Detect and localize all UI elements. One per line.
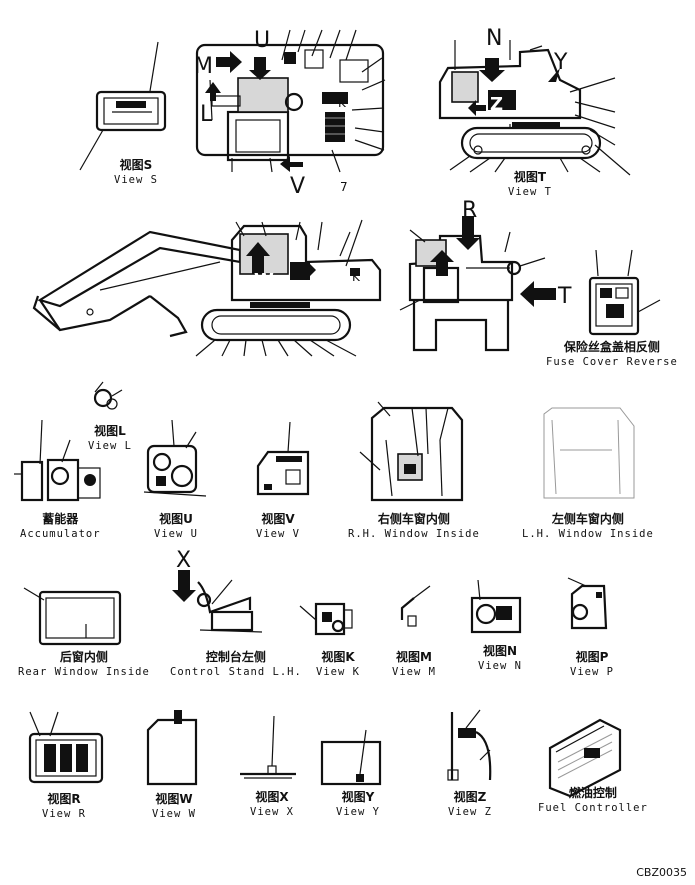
letter-l: L	[200, 102, 213, 127]
view-u-drawing	[143, 419, 207, 497]
letter-u: U	[254, 28, 271, 53]
view-r-drawing	[28, 711, 104, 784]
rh-window-drawing	[359, 401, 464, 502]
view-v-drawing	[256, 421, 310, 496]
view-p-drawing	[567, 577, 608, 630]
letter-z: Z	[490, 94, 504, 115]
view-k-drawing	[299, 602, 353, 636]
letter-n: N	[486, 26, 503, 51]
letter-y: Y	[554, 50, 568, 75]
accumulator-drawing	[14, 419, 101, 502]
view-s-drawing	[79, 41, 167, 171]
letter-t: T	[558, 284, 572, 309]
letter-k-side: K	[352, 270, 360, 284]
letter-x: X	[176, 548, 192, 573]
drawing-code: CBZ0035	[636, 866, 687, 879]
fuse-cover-drawing	[588, 249, 661, 336]
letter-k: K	[338, 96, 346, 110]
excavator-side-drawing	[32, 219, 382, 357]
letter-w: W	[254, 270, 274, 291]
rear-window-drawing	[23, 587, 122, 646]
label-7: 7	[340, 180, 348, 194]
top-view-drawing	[195, 29, 386, 173]
view-l-drawing	[93, 381, 123, 410]
view-z-drawing	[447, 709, 492, 781]
lh-window-drawing	[543, 407, 635, 499]
view-m-drawing	[400, 585, 431, 627]
view-n-drawing	[470, 579, 522, 634]
view-y-drawing	[320, 729, 382, 786]
letter-m: M	[194, 54, 213, 79]
side-view-right-drawing	[438, 40, 631, 176]
view-x-drawing	[240, 715, 296, 779]
control-stand-drawing	[172, 570, 263, 633]
rear-view-drawing	[399, 216, 556, 352]
letter-v: V	[290, 174, 306, 199]
letter-s: S	[432, 278, 445, 299]
letter-r: R	[462, 198, 478, 223]
view-w-drawing	[146, 710, 198, 786]
fuel-controller-drawing	[548, 718, 622, 798]
